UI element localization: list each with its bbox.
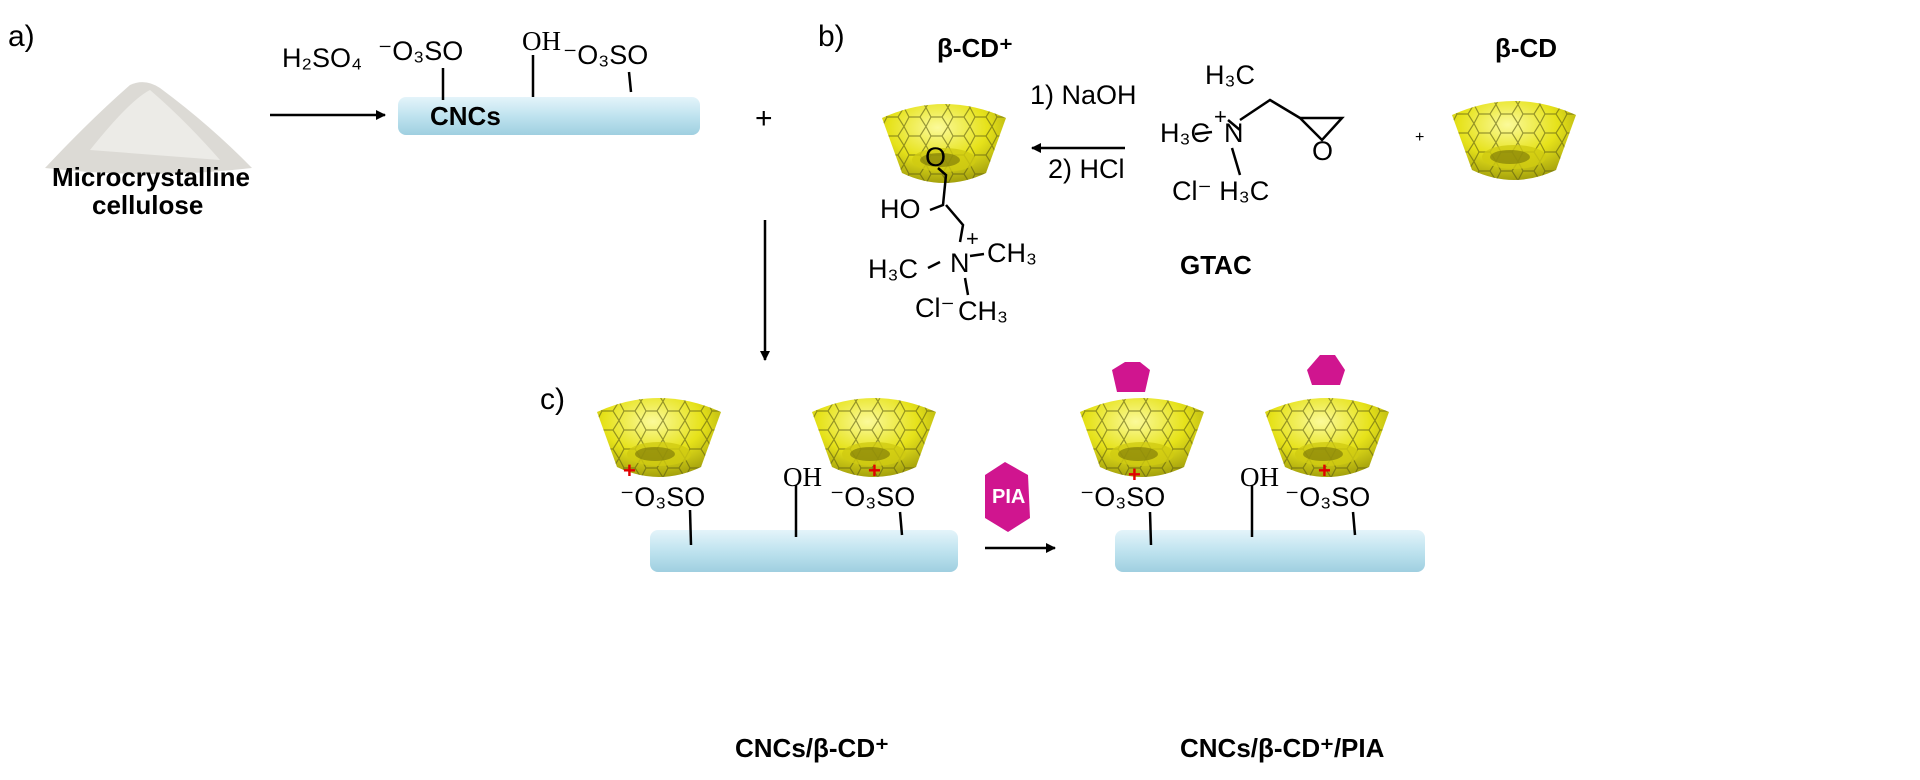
epoxide-oxygen: O <box>1312 136 1334 166</box>
step-2-hcl: 2) HCl <box>1048 154 1125 184</box>
ammonium-charge: + <box>966 226 979 251</box>
pia-guest-2 <box>1307 355 1345 385</box>
charge-plus: + <box>1318 458 1331 483</box>
material-label-line2: cellulose <box>92 190 204 220</box>
cone-left-1 <box>597 398 721 477</box>
gtac-methyl-left: H₃C <box>1160 118 1210 148</box>
gtac-counterion-methyl: Cl⁻ H₃C <box>1172 176 1270 206</box>
panel-a-label: a) <box>8 20 35 53</box>
panel-c-label: c) <box>540 383 565 416</box>
cnc-rod <box>398 55 700 135</box>
cone-right-1 <box>1080 398 1204 477</box>
methyl-bottom: CH₃ <box>958 296 1008 326</box>
reagent-h2so4: H₂SO₄ <box>282 43 363 73</box>
sulfate-group: ⁻O₃SO <box>830 482 916 512</box>
panel-b-label: b) <box>818 20 845 53</box>
hydroxyl-group: OH <box>783 462 822 492</box>
hydroxyl: HO <box>880 194 921 224</box>
gtac-label: GTAC <box>1180 250 1252 280</box>
sulfate-group: ⁻O₃SO <box>1285 482 1371 512</box>
beta-cd-plus-label: β-CD⁺ <box>937 33 1013 63</box>
hydroxyl-group: OH <box>1240 462 1279 492</box>
cncs-beta-cd-pia-label: CNCs/β-CD⁺/PIA <box>1180 733 1385 763</box>
material-label-line1: Microcrystalline <box>52 162 250 192</box>
sulfate-group: ⁻O₃SO <box>378 36 464 66</box>
gtac-methyl-top: H₃C <box>1205 60 1255 90</box>
methyl-left: H₃C <box>868 254 918 284</box>
cnc-rod-right <box>1115 485 1425 572</box>
beta-cd-cone <box>1452 101 1576 180</box>
hydroxyl-group: OH <box>522 26 561 56</box>
pia-guest-1 <box>1112 362 1150 392</box>
counterion: Cl⁻ <box>915 293 955 323</box>
charge-plus: + <box>623 458 636 483</box>
sulfate-group: ⁻O₃SO <box>563 40 649 70</box>
plus-sign: + <box>755 102 773 135</box>
cncs-label: CNCs <box>430 101 501 131</box>
charge-plus: + <box>868 458 881 483</box>
charge-plus: + <box>1128 462 1141 487</box>
ether-oxygen: O <box>925 142 947 172</box>
gtac-bonds <box>1194 98 1345 176</box>
microcrystalline-cellulose-powder <box>45 82 252 174</box>
ammonium-n: N <box>950 248 970 278</box>
methyl-right: CH₃ <box>987 238 1037 268</box>
small-plus-sign: + <box>1415 129 1425 146</box>
sulfate-group: ⁻O₃SO <box>1080 482 1166 512</box>
step-1-naoh: 1) NaOH <box>1030 80 1137 110</box>
cnc-rod-left <box>650 485 958 572</box>
sulfate-group: ⁻O₃SO <box>620 482 706 512</box>
gtac-n: N <box>1224 118 1244 148</box>
gtac-chain-bonds <box>927 167 985 296</box>
pia-label: PIA <box>992 486 1026 508</box>
beta-cd-label: β-CD <box>1495 33 1558 63</box>
pia-hexagon <box>985 462 1030 532</box>
gtac-charge: + <box>1214 104 1227 129</box>
cncs-beta-cd-label: CNCs/β-CD⁺ <box>735 733 889 763</box>
